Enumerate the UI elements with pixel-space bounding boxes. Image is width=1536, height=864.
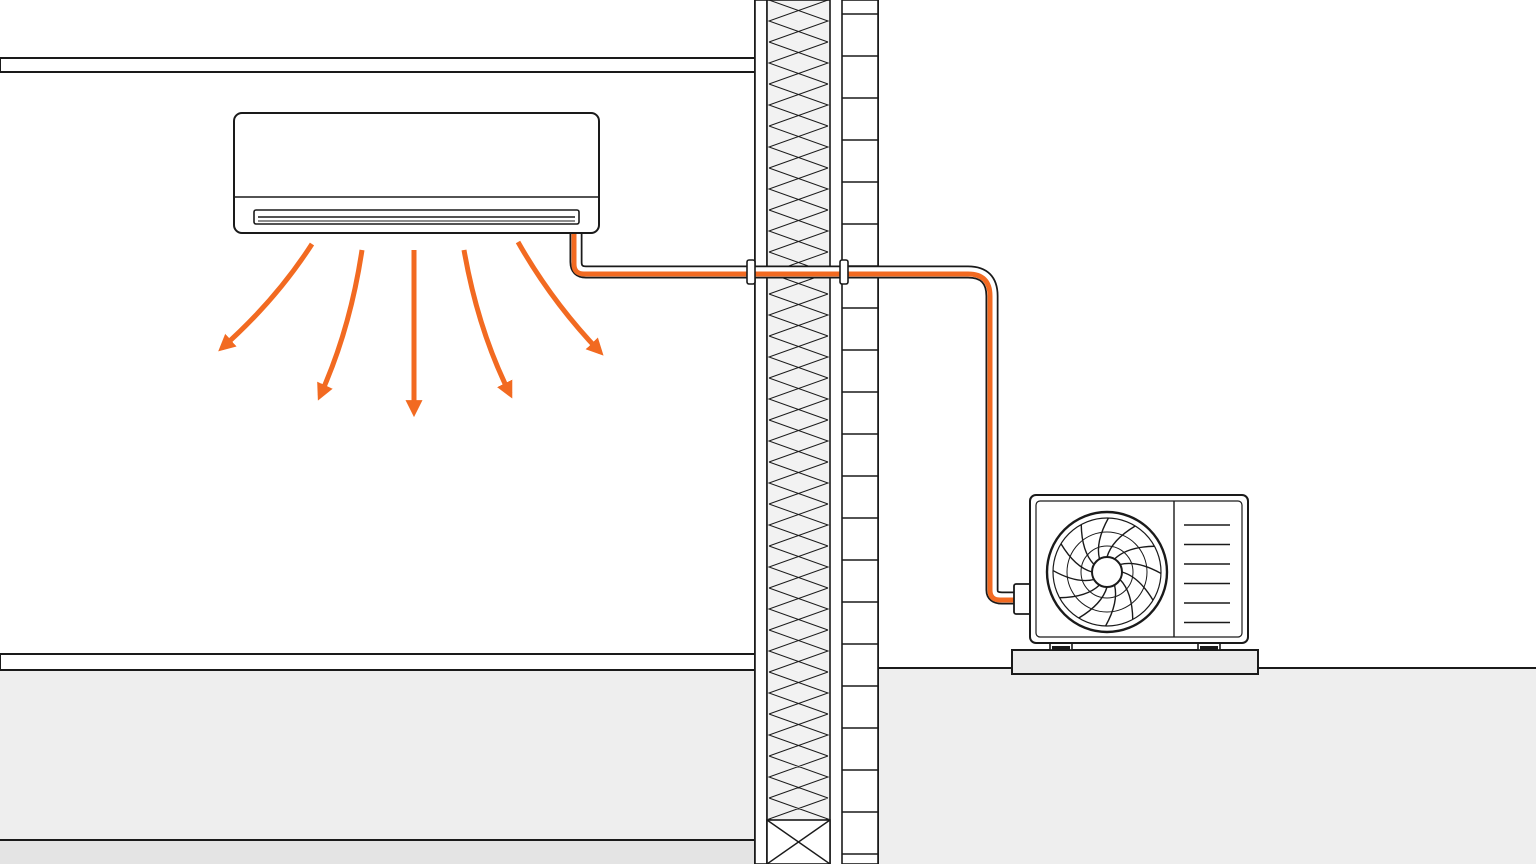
fan-blade [1078, 586, 1108, 619]
fan-blade [1106, 525, 1136, 558]
baseboard [0, 653, 756, 671]
fan-blade [1119, 562, 1162, 575]
ceiling-trim [0, 57, 756, 73]
outdoor-condenser-unit-icon [1011, 494, 1259, 675]
airflow-arrow-5 [515, 240, 604, 356]
fan-blade [1060, 543, 1093, 573]
fan-blade [1059, 584, 1100, 599]
fan-blades [1052, 517, 1162, 627]
outdoor-ground-fill [878, 668, 1536, 864]
fan-blade [1052, 569, 1095, 582]
fan-grille-icon [1045, 510, 1169, 634]
drywall-layer [754, 0, 768, 864]
indoor-unit-body [233, 112, 600, 234]
fan-blade [1121, 571, 1154, 601]
fan-blade [1080, 524, 1095, 565]
wall-base-block [766, 819, 831, 864]
brick-courses [842, 13, 878, 855]
brick-layer [841, 0, 879, 864]
fan-blade [1104, 584, 1117, 627]
fan-blade [1119, 579, 1134, 620]
pipe-wall-sleeve-outer [839, 259, 849, 285]
indoor-room [0, 57, 756, 864]
outdoor-ground [878, 667, 1536, 864]
outdoor-unit-vents [1184, 524, 1230, 624]
fan-hub [1091, 556, 1123, 588]
lower-floor-band [0, 841, 755, 864]
indoor-ac-unit-icon [233, 112, 600, 234]
airflow-arrow-1 [218, 242, 315, 352]
insulated-brick-wall-icon [754, 0, 879, 864]
concrete-pad [1011, 649, 1259, 675]
airflow-arrow-icon [218, 240, 604, 418]
fan-blade [1097, 517, 1110, 560]
refrigerant-pipe-icon [569, 232, 1033, 615]
airflow-arrow-2 [317, 249, 365, 401]
indoor-floor [0, 670, 755, 864]
insulation-layer [766, 0, 831, 864]
pipe-wall-sleeve-inner [746, 259, 756, 285]
fan-blade [1114, 545, 1155, 560]
airflow-arrow-4 [461, 249, 513, 399]
